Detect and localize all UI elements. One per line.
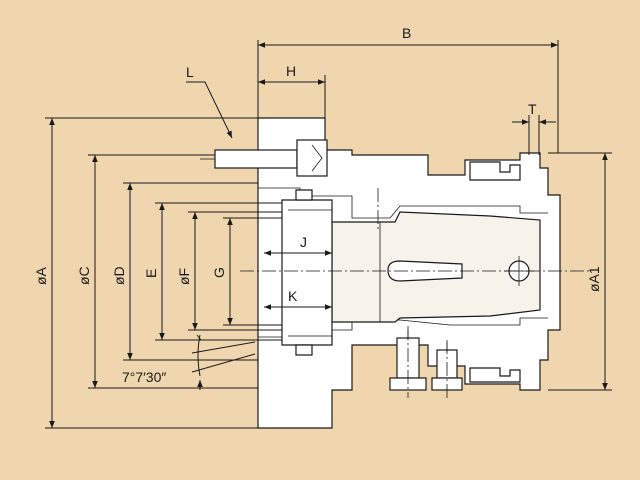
dimension-E: E (143, 202, 282, 341)
label-A1: øA1 (586, 266, 602, 292)
dimension-G: G (211, 217, 282, 326)
dimension-J: J (264, 234, 332, 256)
label-L: L (186, 64, 194, 80)
dimension-D: øD (111, 182, 258, 361)
dimension-B: B (257, 25, 559, 153)
dimension-H: H (258, 63, 326, 118)
dimension-C: øC (76, 154, 258, 389)
dimension-T: T (512, 101, 556, 155)
label-B: B (402, 25, 411, 41)
label-T: T (528, 101, 537, 117)
label-F: øF (176, 268, 192, 285)
dimension-A: øA (33, 117, 258, 429)
front-cap (281, 189, 333, 356)
label-D: øD (111, 266, 127, 285)
dimension-L: L (186, 64, 233, 139)
label-C: øC (76, 266, 92, 285)
dimension-K: K (264, 288, 332, 310)
dimension-F: øF (176, 211, 282, 331)
label-angle: 7°7′30″ (122, 369, 166, 385)
label-E: E (143, 269, 159, 278)
dimension-A1: øA1 (548, 152, 612, 391)
label-K: K (288, 288, 298, 304)
stop-screw (200, 139, 328, 177)
side-fixtures (469, 161, 521, 383)
collet (331, 211, 541, 323)
label-H: H (286, 63, 296, 79)
label-G: G (211, 267, 227, 278)
label-A: øA (33, 266, 49, 285)
dimension-angle: 7°7′30″ (122, 334, 256, 390)
label-J: J (300, 234, 307, 250)
